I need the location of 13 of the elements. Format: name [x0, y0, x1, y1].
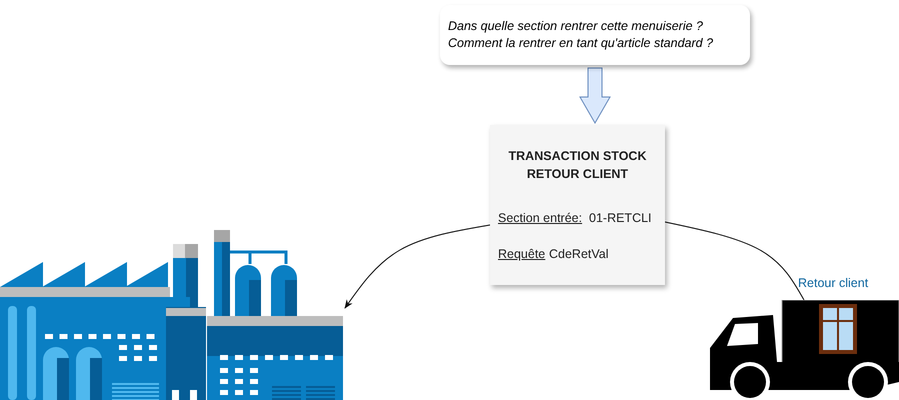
field-value: 01-RETCLI	[589, 211, 652, 225]
speech-callout	[440, 5, 750, 65]
field-label: Requête	[498, 247, 546, 261]
caption-text: Retour client	[798, 276, 868, 290]
box-title: TRANSACTION STOCK RETOUR CLIENT	[508, 148, 648, 183]
arrow	[579, 68, 611, 124]
question-text: Dans quelle section rentrer cette menuiserie ? Comment la rentrer en tant qu'article standard ?	[448, 18, 714, 52]
connector-line	[664, 222, 804, 300]
transaction-card	[490, 125, 665, 285]
arrow	[344, 224, 490, 309]
factory-drawing	[0, 228, 345, 400]
field-label: Section entrée:	[498, 211, 582, 225]
field-value: CdeRetVal	[549, 247, 609, 261]
